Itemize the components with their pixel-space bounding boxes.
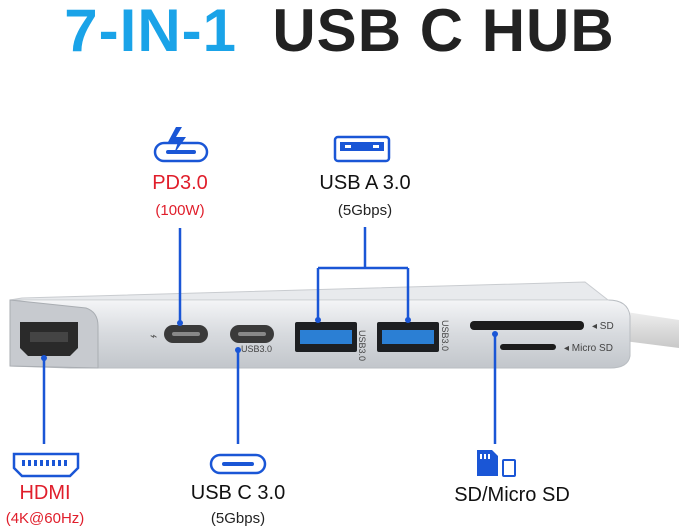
hdmi-sub: (4K@60Hz) — [5, 510, 85, 527]
pd-label: PD3.0 — [152, 172, 208, 194]
page-title: 7-IN-1 USB C HUB — [0, 0, 679, 62]
hdmi-label: HDMI — [19, 482, 71, 504]
title-main: USB C HUB — [272, 0, 615, 64]
pd-port: ⌁ — [150, 325, 208, 343]
usbc-label: USB C 3.0 — [190, 482, 286, 504]
sd-card-icon — [477, 450, 516, 477]
usbc-port — [230, 325, 274, 343]
sd-label: SD/Micro SD — [454, 484, 570, 506]
sd-slot — [470, 321, 584, 330]
hdmi-port — [20, 322, 78, 356]
usba-sub: (5Gbps) — [337, 202, 393, 219]
usb-c-icon — [209, 453, 267, 475]
pd-sub: (100W) — [155, 202, 205, 219]
usbc-sub: (5Gbps) — [210, 510, 266, 527]
microsd-slot — [500, 344, 556, 350]
usba-port-2 — [377, 322, 439, 352]
svg-text:⌁: ⌁ — [150, 329, 157, 343]
line-dots — [41, 317, 498, 361]
usb-c-charge-icon — [153, 127, 209, 163]
usba-label: USB A 3.0 — [319, 172, 411, 194]
title-accent: 7-IN-1 — [64, 0, 237, 64]
usba-port-1 — [295, 322, 357, 352]
hdmi-icon — [12, 452, 80, 478]
usb-a-icon — [333, 135, 391, 163]
connector-lines — [42, 227, 497, 444]
